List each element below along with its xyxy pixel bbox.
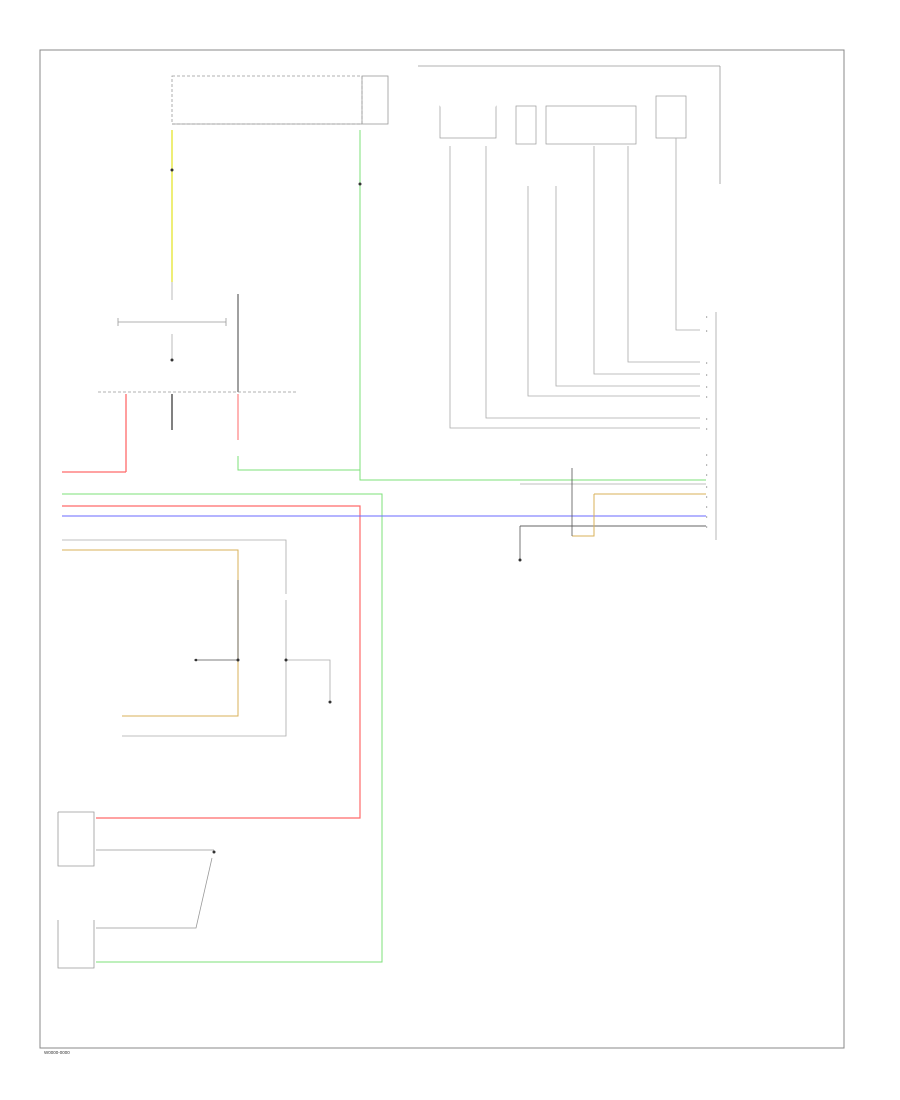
- top-right-module-wires: [449, 138, 700, 429]
- green-wire-main: [358, 130, 706, 481]
- svg-text:•: •: [706, 462, 708, 467]
- left-junction-block: [98, 294, 296, 393]
- top-connector-block: [171, 75, 389, 125]
- svg-text:•: •: [706, 314, 708, 319]
- svg-text:•: •: [706, 524, 708, 529]
- long-horizontal-wires: [62, 468, 706, 963]
- svg-text:•: •: [706, 372, 708, 377]
- svg-text:•: •: [706, 328, 708, 333]
- svg-text:•: •: [706, 384, 708, 389]
- svg-text:•: •: [706, 494, 708, 499]
- yellow-wire: [170, 130, 174, 300]
- top-right-modules: [418, 65, 721, 184]
- svg-text:•: •: [706, 484, 708, 489]
- svg-text:•: •: [706, 426, 708, 431]
- bottom-left-components: [57, 811, 216, 969]
- diagram-frame: [39, 49, 845, 1049]
- svg-text:•: •: [706, 452, 708, 457]
- svg-text:•: •: [706, 360, 708, 365]
- svg-text:•: •: [706, 394, 708, 399]
- svg-text:•: •: [706, 504, 708, 509]
- right-connector-pins: • • • • • • • • • • • • • • • •: [706, 312, 717, 540]
- junction-drop-wires: [62, 394, 360, 473]
- lower-left-wires: [62, 539, 332, 737]
- svg-text:•: •: [706, 416, 708, 421]
- svg-text:•: •: [706, 472, 708, 477]
- footer-code: W0000-0000: [44, 1050, 70, 1055]
- svg-text:•: •: [706, 514, 708, 519]
